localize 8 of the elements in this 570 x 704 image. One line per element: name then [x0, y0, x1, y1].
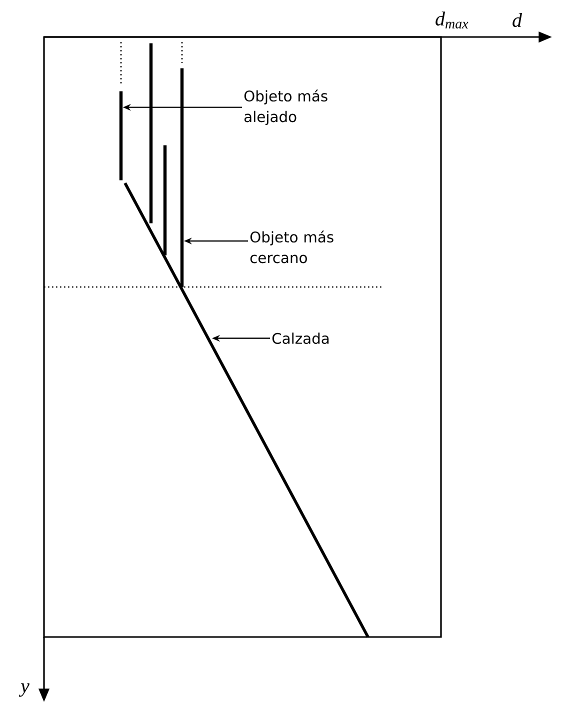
- object-bar: [163, 145, 167, 256]
- axis-label: d: [512, 12, 522, 28]
- object-bar: [149, 43, 153, 224]
- axis-label: d$_{max}$: [436, 12, 468, 28]
- label-text: Calzada: [272, 332, 329, 344]
- label-text: Objeto más cercano: [250, 230, 334, 264]
- label-text: Objeto más alejado: [244, 90, 328, 126]
- axis-label: y: [18, 683, 30, 697]
